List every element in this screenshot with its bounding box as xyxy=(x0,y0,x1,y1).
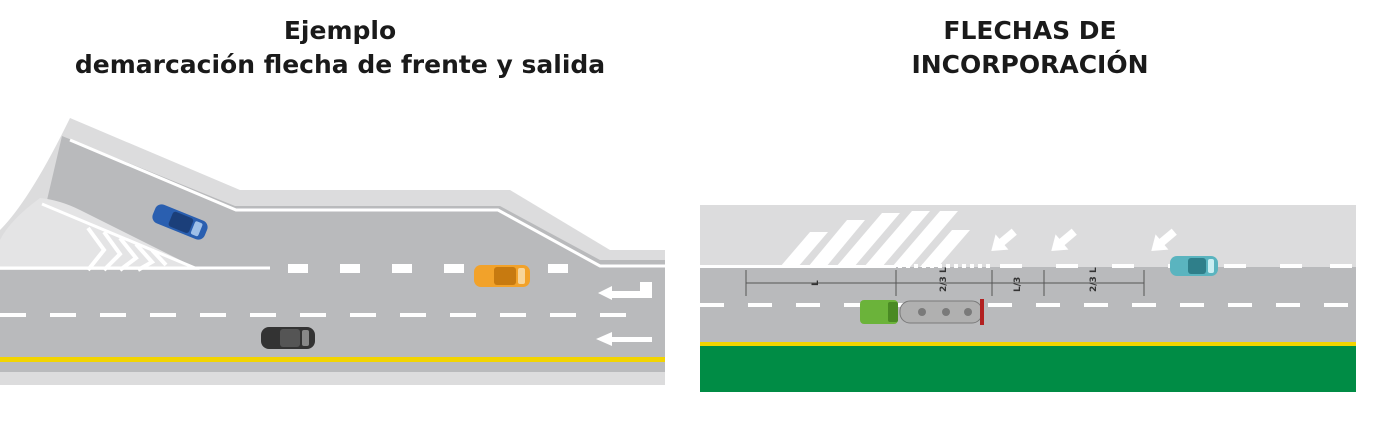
measure-labels: L 2/3 L L/3 2/3 L xyxy=(811,267,1099,292)
car-black xyxy=(261,327,315,349)
right-title-line2: INCORPORACIÓN xyxy=(911,50,1149,79)
exit-lane-diagram xyxy=(0,118,665,385)
yellow-edge-line xyxy=(0,357,665,362)
right-title: FLECHAS DE INCORPORACIÓN xyxy=(700,14,1360,82)
merge-arrows-diagram: L 2/3 L L/3 2/3 L xyxy=(700,205,1356,392)
ramp-edge-line xyxy=(69,138,665,268)
straight-arrow xyxy=(596,332,652,346)
hatch-zone xyxy=(780,211,970,267)
merge-arrow-1 xyxy=(991,228,1017,251)
center-lane-dashes xyxy=(0,313,626,317)
left-title-line2: demarcación flecha de frente y salida xyxy=(74,50,606,79)
green-verge xyxy=(700,346,1356,392)
gore-island xyxy=(0,198,200,270)
measure-label-3: L/3 xyxy=(1013,277,1023,292)
measure-label-1: L xyxy=(811,280,821,286)
car-blue xyxy=(152,204,208,240)
merge-arrow-2 xyxy=(1051,228,1077,251)
left-title-line1: Ejemplo xyxy=(283,16,397,45)
measure-label-2: 2/3 L xyxy=(939,267,949,292)
ramp-inner-line xyxy=(41,202,196,270)
car-teal xyxy=(1170,256,1218,276)
exit-lane-dashes xyxy=(288,264,568,273)
tanker-truck xyxy=(860,299,984,325)
exit-arrow xyxy=(598,282,652,300)
measurement-line xyxy=(745,270,1145,296)
yellow-edge-line-right xyxy=(700,342,1356,346)
measure-label-4: 2/3 L xyxy=(1089,267,1099,292)
car-orange xyxy=(474,265,530,287)
left-title: Ejemplo demarcación flecha de frente y s… xyxy=(0,14,680,82)
top-edge-line xyxy=(700,265,896,268)
merge-arrow-3 xyxy=(1151,228,1177,251)
dotted-line xyxy=(898,264,990,268)
right-title-line1: FLECHAS DE xyxy=(943,16,1117,45)
